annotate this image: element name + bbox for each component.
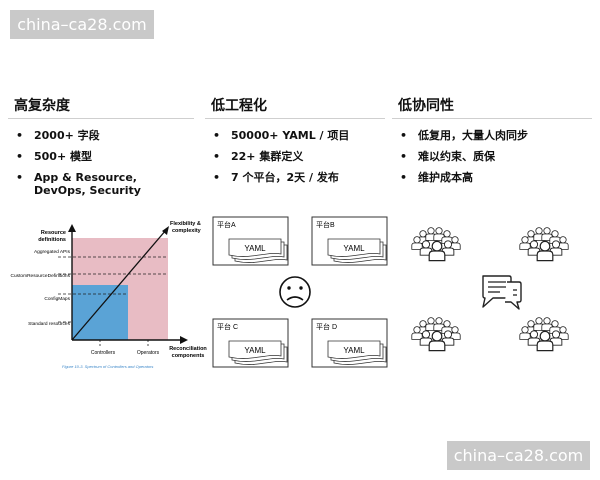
chat-bubbles-icon <box>482 275 522 310</box>
platform-box-d: 平台 D YAML <box>311 318 388 368</box>
column-heading: 高复杂度 <box>14 98 70 114</box>
watermark-bottom: china–ca28.com <box>447 441 590 470</box>
x-tick-label: Controllers <box>91 350 116 356</box>
column-heading: 低协同性 <box>398 98 454 114</box>
platform-label: 平台 C <box>217 322 238 331</box>
sad-face-icon <box>279 276 311 308</box>
level-label: CustomResourceDefinitions <box>11 273 71 279</box>
diagonal-arrow <box>162 226 169 235</box>
list-item: •22+ 集群定义 <box>213 150 304 163</box>
yaml-label: YAML <box>244 244 266 253</box>
controller-area <box>72 285 128 340</box>
column-engineering: 低工程化 •50000+ YAML / 项目 •22+ 集群定义 •7 个平台，… <box>205 96 385 192</box>
divider <box>8 118 194 119</box>
yaml-label: YAML <box>343 244 365 253</box>
spectrum-figure: Resource definitions Flexibility & compl… <box>11 221 208 369</box>
list-item: •500+ 模型 <box>16 150 93 163</box>
platforms-diagram: 平台A YAML 平台B YAML 平台 C YAML 平台 D YAML <box>212 216 388 368</box>
people-group-icon <box>520 318 568 351</box>
people-group-icon <box>412 318 460 351</box>
y-axis-label: Resource <box>41 230 66 236</box>
list-item-text: 22+ 集群定义 <box>231 150 304 163</box>
list-item: •难以约束、质保 <box>400 150 495 163</box>
level-label: Standard resources <box>28 321 70 327</box>
platform-box-b: 平台B YAML <box>311 216 388 266</box>
divider <box>392 118 592 119</box>
x-axis-label: components <box>172 353 205 359</box>
yaml-label: YAML <box>343 346 365 355</box>
yaml-label: YAML <box>244 346 266 355</box>
x-tick-label: Operators <box>137 350 160 356</box>
list-item: •App & Resource, DevOps, Security <box>8 171 194 197</box>
figure-caption: Figure 10-3. Spectrum of Controllers and… <box>62 364 153 369</box>
people-group-icon <box>412 228 460 261</box>
diagonal-line <box>71 229 167 341</box>
list-item: •维护成本高 <box>400 171 473 184</box>
list-item-text: 低复用，大量人肉同步 <box>418 129 528 142</box>
list-item: •50000+ YAML / 项目 <box>213 129 350 142</box>
collaboration-diagram <box>395 210 595 375</box>
level-label: Aggregated APIs <box>34 249 71 255</box>
level-label: ConfigMaps <box>44 296 70 302</box>
list-item-text: 难以约束、质保 <box>418 150 495 163</box>
y-axis-label: definitions <box>38 237 66 243</box>
bullet-list: •2000+ 字段 •500+ 模型 •App & Resource, DevO… <box>8 129 194 197</box>
list-item: •7 个平台，2天 / 发布 <box>213 171 339 184</box>
divider <box>205 118 385 119</box>
platform-label: 平台 D <box>316 322 337 331</box>
x-axis-arrow <box>180 336 188 344</box>
watermark-top: china–ca28.com <box>10 10 154 39</box>
list-item-text: 7 个平台，2天 / 发布 <box>231 171 339 184</box>
platform-label: 平台B <box>316 220 335 229</box>
platform-box-c: 平台 C YAML <box>212 318 289 368</box>
top-label: complexity <box>172 228 202 234</box>
bullet-list: •50000+ YAML / 项目 •22+ 集群定义 •7 个平台，2天 / … <box>205 129 385 184</box>
list-item-text: 50000+ YAML / 项目 <box>231 129 350 142</box>
column-collaboration: 低协同性 •低复用，大量人肉同步 •难以约束、质保 •维护成本高 <box>392 96 592 192</box>
y-axis-arrow <box>68 224 76 232</box>
list-item: •低复用，大量人肉同步 <box>400 129 528 142</box>
column-complexity: 高复杂度 •2000+ 字段 •500+ 模型 •App & Resource,… <box>8 96 194 205</box>
list-item-text: 维护成本高 <box>418 171 473 184</box>
people-group-icon <box>520 228 568 261</box>
top-label: Flexibility & <box>170 221 201 227</box>
column-heading: 低工程化 <box>211 98 267 114</box>
list-item-text: 500+ 模型 <box>34 150 93 163</box>
platform-label: 平台A <box>217 220 236 229</box>
bullet-list: •低复用，大量人肉同步 •难以约束、质保 •维护成本高 <box>392 129 592 184</box>
list-item: •2000+ 字段 <box>16 129 100 142</box>
x-axis-label: Reconciliation <box>169 346 207 352</box>
list-item-text: App & Resource, DevOps, Security <box>34 171 141 197</box>
platform-box-a: 平台A YAML <box>212 216 289 266</box>
list-item-text: 2000+ 字段 <box>34 129 100 142</box>
